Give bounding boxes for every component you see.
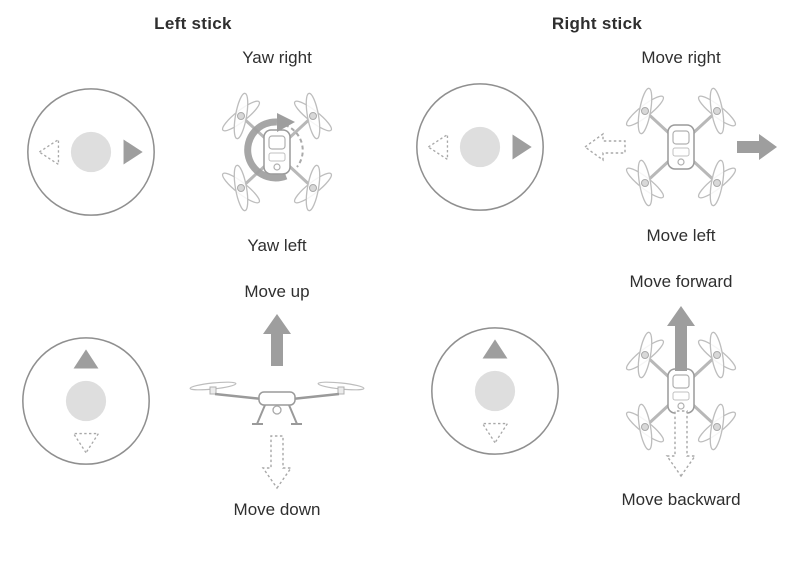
left-stick-vertical-icon xyxy=(19,334,153,468)
backward-arrow-dotted-icon xyxy=(665,410,697,478)
label-yaw-right: Yaw right xyxy=(242,48,312,67)
drone-stick-instructions: Left stick Yaw right Yaw left xyxy=(0,8,781,520)
right-stick-horizontal-icon xyxy=(413,80,547,214)
strafe-figure: Move right Move left xyxy=(581,48,781,246)
panel-yaw: Yaw right Yaw left xyxy=(24,48,362,256)
up-arrow-icon xyxy=(263,314,291,366)
yaw-figure: Yaw right Yaw left xyxy=(192,48,362,256)
left-stick-header: Left stick xyxy=(154,14,232,33)
right-arrow-icon xyxy=(737,134,777,160)
right-stick-vertical-icon xyxy=(428,324,562,458)
down-arrow-dotted-icon xyxy=(261,435,293,490)
right-stick-column: Right stick Move right Move left xyxy=(413,8,781,520)
label-yaw-left: Yaw left xyxy=(247,236,307,255)
panel-vertical: Move up Move down xyxy=(19,282,367,520)
left-arrow-dotted-icon xyxy=(583,132,626,162)
yaw-rotation-arrow-icon xyxy=(244,113,304,182)
drone-top-view-pitch-icon xyxy=(621,306,741,478)
panel-pitch: Move forward Move backward xyxy=(428,272,766,510)
label-move-right: Move right xyxy=(641,48,721,67)
label-move-down: Move down xyxy=(233,500,321,519)
label-move-backward: Move backward xyxy=(621,490,741,509)
left-stick-horizontal-icon xyxy=(24,85,158,219)
right-stick-header: Right stick xyxy=(551,14,643,33)
panel-strafe: Move right Move left xyxy=(413,48,781,246)
pitch-figure: Move forward Move backward xyxy=(596,272,766,510)
left-stick-column: Left stick Yaw right Yaw left xyxy=(19,8,367,520)
drone-top-view-strafe-icon xyxy=(583,85,777,209)
label-move-forward: Move forward xyxy=(629,272,733,291)
label-move-left: Move left xyxy=(646,226,716,245)
vertical-figure: Move up Move down xyxy=(187,282,367,520)
drone-side-view-icon xyxy=(188,314,366,490)
drone-top-view-yaw-icon xyxy=(217,90,337,214)
label-move-up: Move up xyxy=(244,282,310,301)
forward-arrow-icon xyxy=(667,306,695,371)
